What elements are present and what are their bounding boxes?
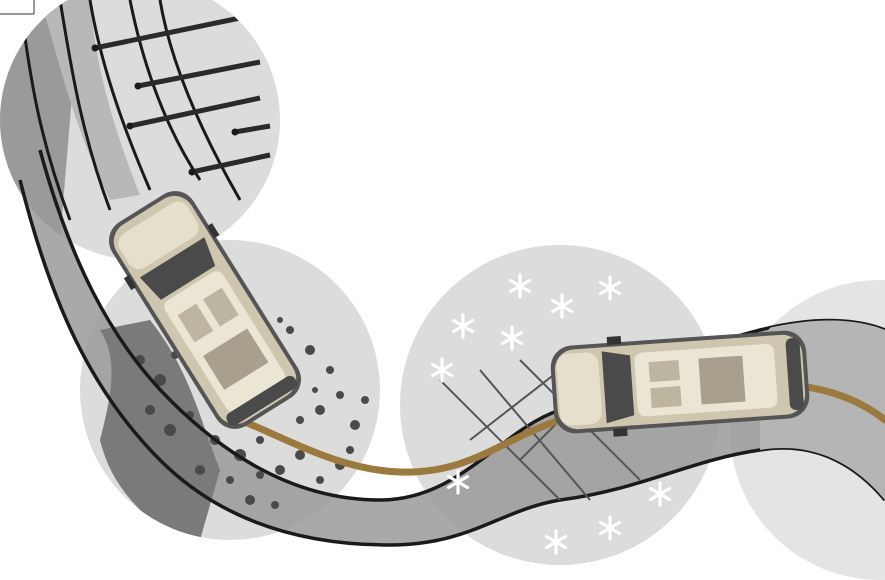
- vehicle-right: [550, 330, 810, 437]
- rock-stripes: [0, 0, 271, 240]
- road: [20, 150, 885, 545]
- vehicle-top: [109, 191, 301, 429]
- road-edge-outer: [38, 149, 885, 502]
- crop-mark: [0, 0, 35, 15]
